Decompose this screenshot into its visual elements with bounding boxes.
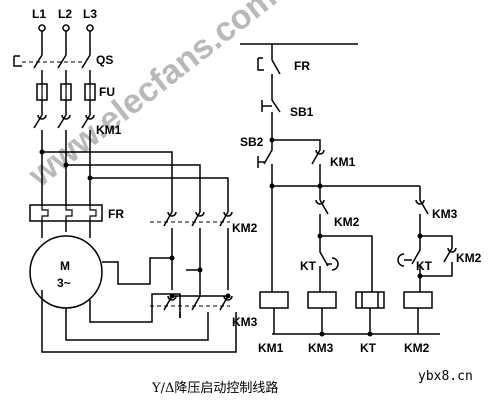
coil-label-km1: KM1 xyxy=(258,341,284,355)
label-km1-hold: KM1 xyxy=(330,155,356,169)
motor-label: M xyxy=(60,259,70,273)
label-sb1: SB1 xyxy=(290,105,314,119)
label-km3-main: KM3 xyxy=(232,315,258,329)
site-mark: ybx8.cn xyxy=(418,369,473,384)
km1-main-contacts xyxy=(33,114,91,129)
label-fr-control: FR xyxy=(294,59,310,73)
label-qs: QS xyxy=(96,53,113,67)
terminal-l3 xyxy=(86,24,94,32)
label-kt-left: KT xyxy=(300,259,317,273)
label-l3: L3 xyxy=(83,7,97,21)
control-circuit: FR SB1 SB2 KM1 KM2 KT KM3 xyxy=(240,43,482,355)
label-l2: L2 xyxy=(58,7,72,21)
label-kt-right: KT xyxy=(416,259,433,273)
coil-km3 xyxy=(307,291,337,309)
motor-phase-label: 3~ xyxy=(57,276,71,290)
coil-km2 xyxy=(403,291,433,309)
label-fr-power: FR xyxy=(108,207,124,221)
coil-kt xyxy=(355,291,385,309)
label-km1-main: KM1 xyxy=(96,123,122,137)
coil-label-km2: KM2 xyxy=(404,341,430,355)
coil-label-km3: KM3 xyxy=(308,341,334,355)
terminal-l2 xyxy=(62,24,70,32)
coil-label-kt: KT xyxy=(360,341,377,355)
km2-main-contacts xyxy=(163,211,229,227)
label-km3-nc: KM3 xyxy=(432,207,458,221)
terminal-l1 xyxy=(38,24,46,32)
km3-star-contacts xyxy=(163,290,229,311)
label-km2-hold: KM2 xyxy=(456,251,482,265)
label-l1: L1 xyxy=(32,7,46,21)
power-circuit: L1 L2 L3 QS FU KM1 FR xyxy=(13,7,258,353)
label-km2-main: KM2 xyxy=(232,221,258,235)
coil-km1 xyxy=(259,291,289,309)
figure-caption: Y/Δ降压启动控制线路 xyxy=(151,380,278,396)
label-fu: FU xyxy=(99,85,115,99)
label-km2-nc: KM2 xyxy=(334,215,360,229)
label-sb2: SB2 xyxy=(240,135,264,149)
